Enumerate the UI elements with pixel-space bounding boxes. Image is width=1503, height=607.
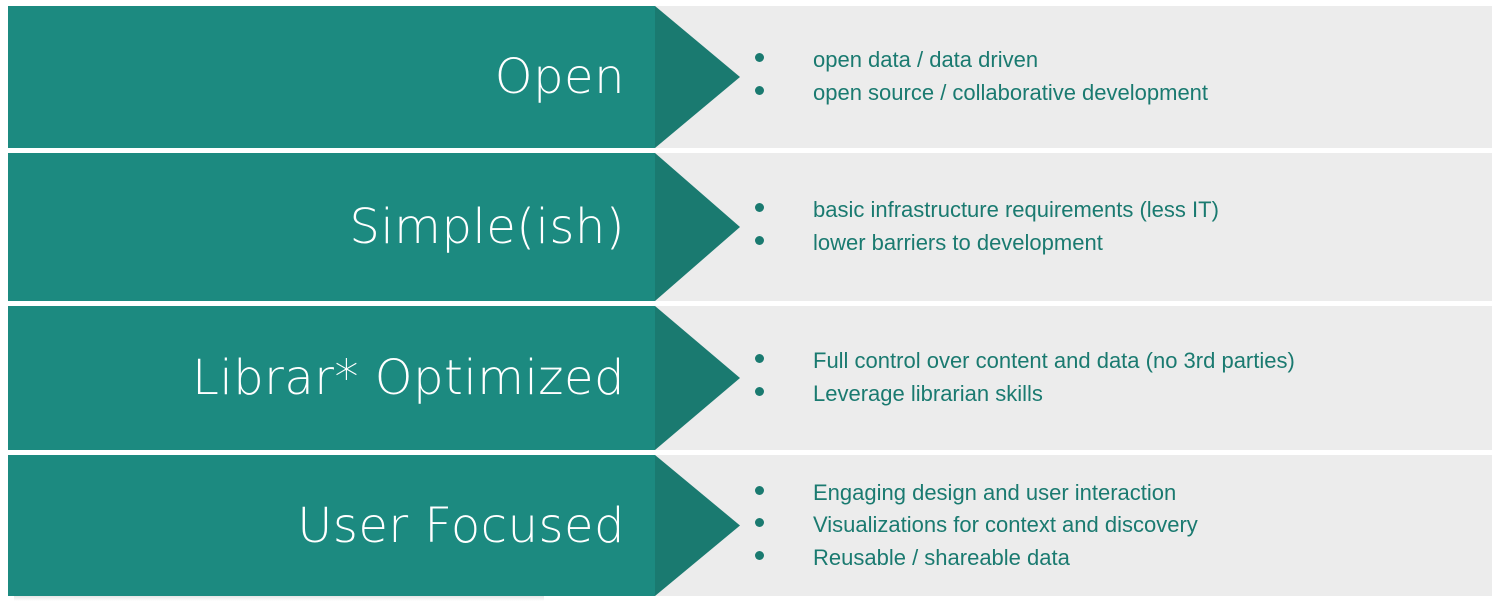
list-item: open source / collaborative development: [755, 77, 1208, 110]
list-item: lower barriers to development: [755, 227, 1219, 260]
process-row-user-focused: User Focused Engaging design and user in…: [0, 455, 1503, 596]
bullet-list-simple: basic infrastructure requirements (less …: [755, 153, 1219, 301]
arrow-body: [8, 455, 655, 596]
bullet-text: open source / collaborative development: [813, 80, 1209, 105]
list-item: basic infrastructure requirements (less …: [755, 194, 1219, 227]
arrow-body: [8, 153, 655, 301]
bullet-dot-icon: [755, 387, 764, 396]
bullet-text: basic infrastructure requirements (less …: [813, 197, 1219, 223]
bullet-dot-icon: [755, 236, 764, 245]
bullet-list-open: open data / data driven open source / co…: [755, 6, 1208, 148]
bullet-dot-icon: [755, 550, 764, 560]
process-row-open: Open open data / data driven open source…: [0, 6, 1503, 148]
bullet-dot-icon: [755, 485, 764, 495]
bullet-list-library-optimized: Full control over content and data (no 3…: [755, 306, 1295, 450]
bullet-dot-icon: [755, 53, 764, 63]
bullet-dot-icon: [755, 354, 764, 364]
bullet-text: lower barriers to development: [813, 230, 1103, 255]
drop-shadow: [14, 596, 544, 601]
arrow-body: [8, 306, 655, 450]
process-row-simple: Simple(ish) basic infrastructure require…: [0, 153, 1503, 301]
list-item: Engaging design and user interaction: [755, 477, 1198, 510]
list-item: Full control over content and data (no 3…: [755, 345, 1295, 378]
bullet-text: Full control over content and data (no 3…: [813, 348, 1295, 374]
bullet-text: Visualizations for context and discovery: [813, 512, 1198, 538]
bullet-text: Reusable / shareable data: [813, 544, 1070, 570]
bullet-dot-icon: [755, 203, 764, 213]
arrow-body: [8, 6, 655, 148]
bullet-list-user-focused: Engaging design and user interaction Vis…: [755, 455, 1198, 596]
list-item: Reusable / shareable data: [755, 542, 1198, 575]
bullet-dot-icon: [755, 86, 764, 95]
bullet-text: Leverage librarian skills: [813, 381, 1043, 406]
list-item: Visualizations for context and discovery: [755, 509, 1198, 542]
list-item: Leverage librarian skills: [755, 378, 1295, 411]
list-item: open data / data driven: [755, 44, 1208, 77]
bullet-text: Engaging design and user interaction: [813, 479, 1177, 505]
process-row-library-optimized: Librar* Optimized Full control over cont…: [0, 306, 1503, 450]
bullet-dot-icon: [755, 518, 764, 528]
bullet-text: open data / data driven: [813, 47, 1039, 73]
